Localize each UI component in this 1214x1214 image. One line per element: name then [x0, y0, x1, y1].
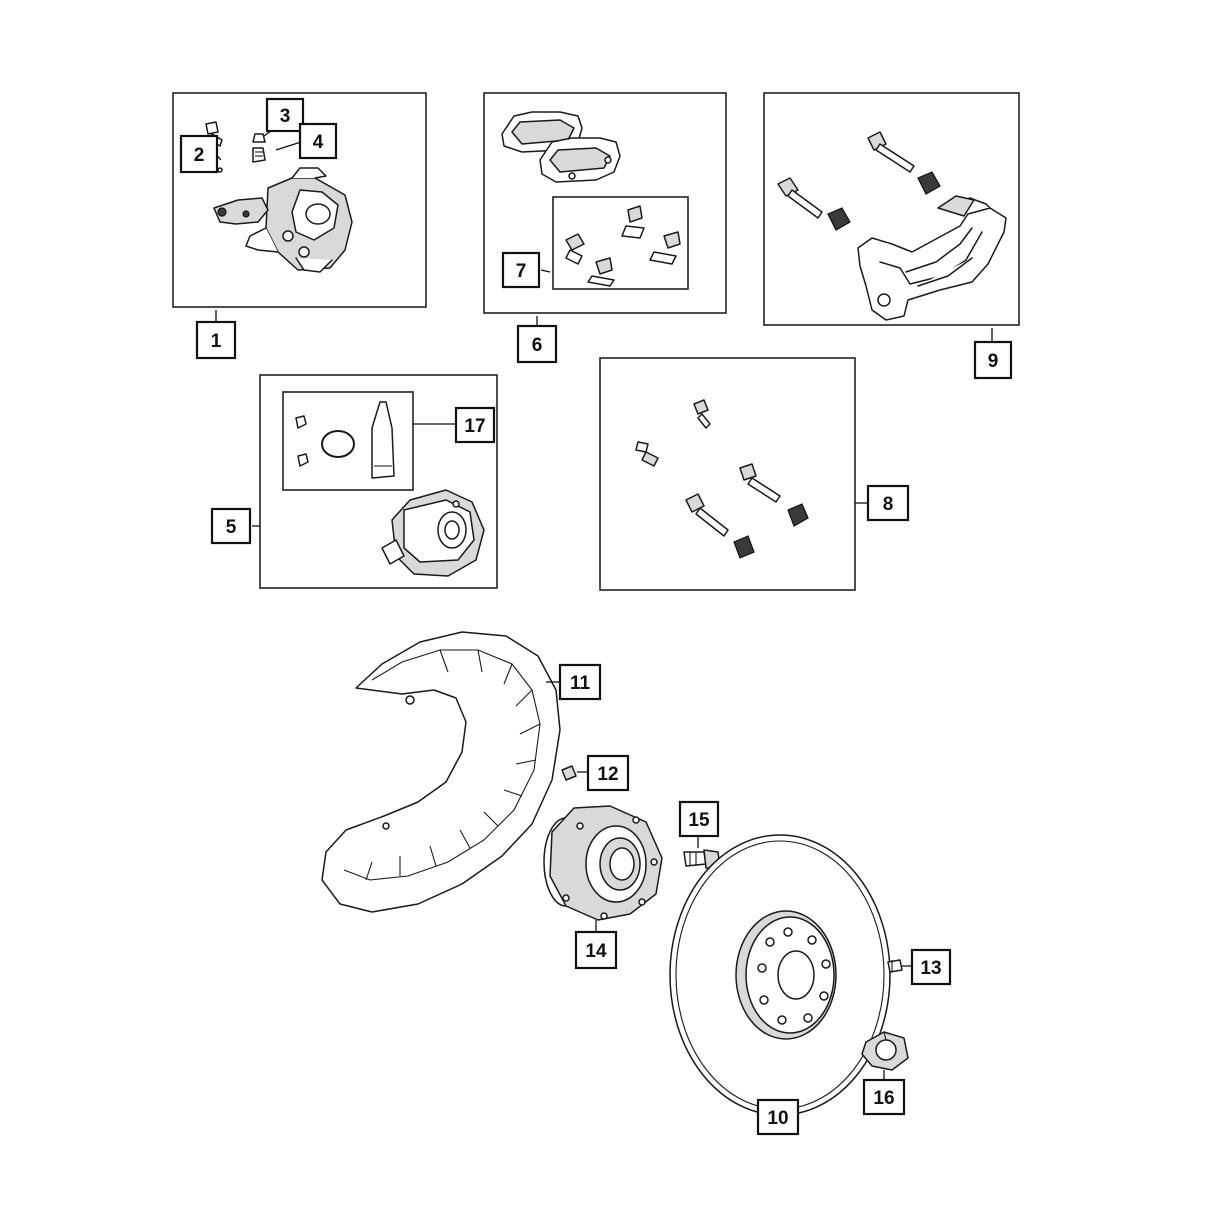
callout-16[interactable]: 16	[862, 1078, 906, 1116]
brake-rotor-illustration	[669, 834, 891, 1116]
hub-bolt-small-illustration	[561, 765, 577, 781]
callout-label: 14	[585, 941, 607, 962]
callout-14[interactable]: 14	[574, 930, 618, 970]
callout-3[interactable]: 3	[265, 97, 305, 133]
hardware-bolts-illustration	[635, 399, 809, 559]
callout-10[interactable]: 10	[756, 1098, 800, 1136]
axle-nut-illustration	[861, 1031, 909, 1071]
hub-bearing-illustration	[543, 805, 663, 921]
callout-15[interactable]: 15	[678, 800, 720, 838]
callout-label: 7	[516, 261, 527, 282]
seal-kit-illustration	[295, 401, 395, 479]
callout-5[interactable]: 5	[210, 507, 252, 545]
callout-label: 4	[313, 132, 324, 153]
callout-label: 12	[597, 764, 618, 785]
callout-1[interactable]: 1	[195, 320, 237, 360]
guide-pin-lower-illustration	[777, 177, 851, 231]
callout-8[interactable]: 8	[866, 484, 910, 522]
callout-7[interactable]: 7	[501, 251, 541, 289]
caliper-bracket-illustration	[857, 195, 1007, 321]
callout-label: 6	[532, 335, 543, 356]
callout-12[interactable]: 12	[586, 754, 630, 792]
caliper-illustration	[213, 167, 353, 273]
callout-label: 1	[211, 331, 222, 352]
callout-4[interactable]: 4	[298, 122, 338, 160]
pad-clips-illustration	[565, 205, 681, 287]
splash-shield-illustration	[321, 631, 561, 913]
guide-pin-upper-illustration	[867, 131, 941, 195]
callout-11[interactable]: 11	[558, 663, 602, 701]
brake-pad-rear-illustration	[539, 137, 621, 183]
callout-13[interactable]: 13	[910, 948, 952, 986]
callout-label: 17	[464, 416, 485, 437]
callout-label: 10	[767, 1108, 788, 1129]
callout-9[interactable]: 9	[973, 340, 1013, 380]
callout-label: 2	[194, 145, 205, 166]
brake-motor-illustration	[381, 489, 485, 577]
callout-17[interactable]: 17	[454, 406, 496, 444]
callout-label: 8	[883, 494, 894, 515]
hardware-group-frame	[599, 357, 856, 591]
callout-label: 11	[570, 673, 591, 694]
callout-label: 5	[226, 517, 237, 538]
callout-label: 9	[988, 351, 999, 372]
callout-label: 3	[280, 106, 291, 127]
callout-label: 15	[688, 810, 710, 831]
callout-6[interactable]: 6	[516, 324, 558, 364]
rotor-screw-illustration	[887, 959, 903, 973]
callout-label: 13	[920, 958, 941, 979]
bleeder-cap-illustration	[252, 133, 266, 163]
callout-2[interactable]: 2	[179, 134, 219, 174]
callout-label: 16	[873, 1088, 894, 1109]
